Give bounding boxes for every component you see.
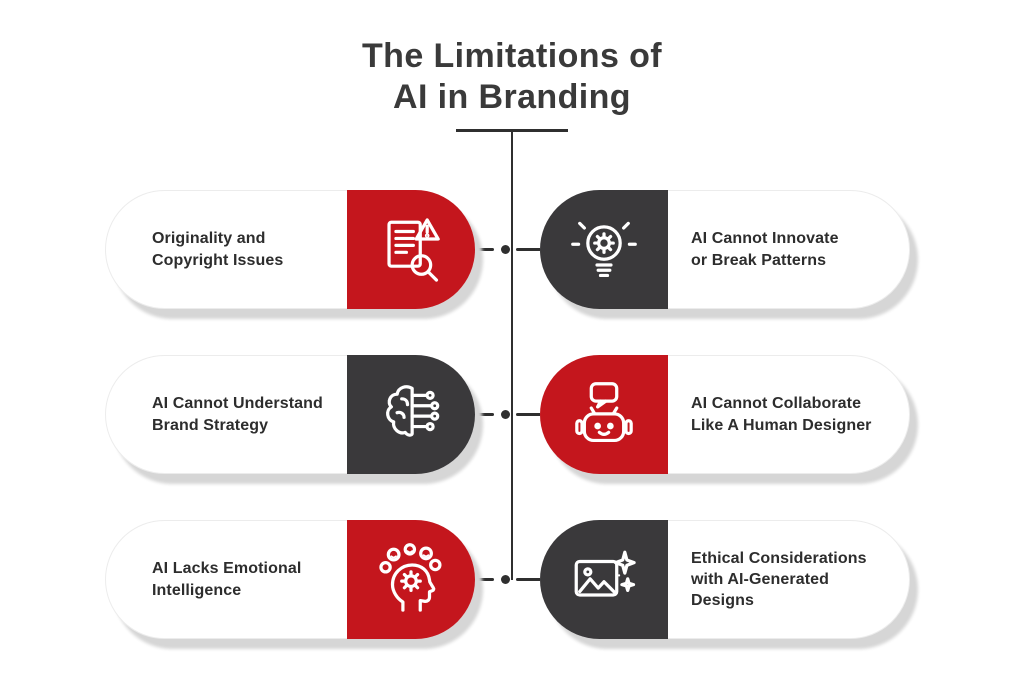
card-label: AI Cannot Understand Brand Strategy [152,395,323,434]
card-label: AI Lacks Emotional Intelligence [152,560,302,599]
card-icon-capsule [540,190,668,309]
card-icon-capsule [540,355,668,474]
brain-circuit-icon [386,384,440,437]
document-warning-search-icon [387,217,440,282]
row3-connector [476,573,542,585]
card-icon-capsule [347,190,475,309]
head-gear-emotions-icon [379,542,442,612]
page-title-line2: AI in Branding [393,78,631,117]
card-cannot-collaborate: AI Cannot Collaborate Like A Human Desig… [540,355,910,474]
card-brand-strategy: AI Cannot Understand Brand Strategy [105,355,475,474]
connector-dot [501,574,510,584]
connector-dash [516,247,542,251]
card-icon-capsule [347,520,475,639]
connector-dash [476,577,494,581]
card-ethical-considerations: Ethical Considerations with AI-Generated… [540,520,910,639]
robot-chat-icon [575,381,633,442]
connector-dot [501,409,510,419]
card-label: Ethical Considerations with AI-Generated… [691,549,867,610]
card-icon-capsule [540,520,668,639]
connector-dash [516,412,542,416]
card-emotional-intelligence: AI Lacks Emotional Intelligence [105,520,475,639]
image-sparkles-icon [574,550,636,597]
connector-dash [516,577,542,581]
card-label: AI Cannot Innovate or Break Patterns [691,230,839,269]
card-label: Originality and Copyright Issues [152,230,284,269]
row2-connector [476,408,542,420]
lightbulb-gear-icon [571,221,637,277]
card-cannot-innovate: AI Cannot Innovate or Break Patterns [540,190,910,309]
card-label: AI Cannot Collaborate Like A Human Desig… [691,395,872,434]
connector-dot [501,244,510,254]
card-originality-copyright: Originality and Copyright Issues [105,190,475,309]
row1-connector [476,243,542,255]
card-icon-capsule [347,355,475,474]
page-title: The Limitations of AI in Branding [0,36,1024,119]
connector-dash [476,412,494,416]
spine-vertical-line [511,130,513,580]
page-title-line1: The Limitations of [362,37,662,75]
connector-dash [476,247,494,251]
